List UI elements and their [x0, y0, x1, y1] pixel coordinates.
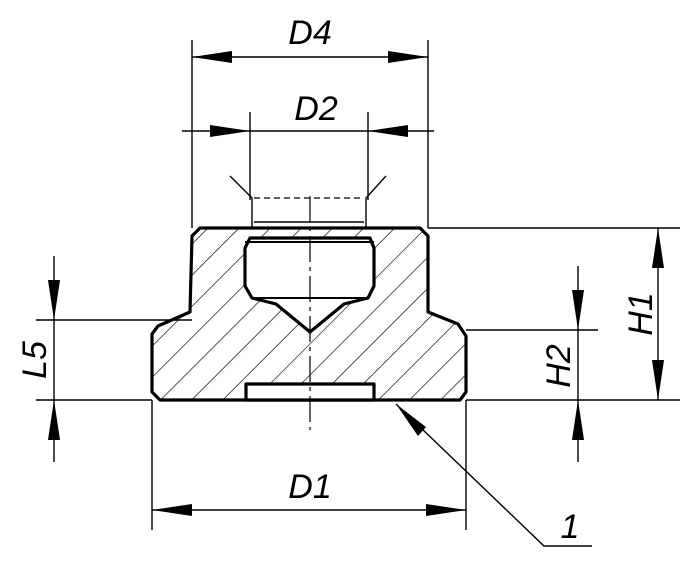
d4-arrow-left [192, 51, 232, 63]
d1-arrow-left [152, 504, 192, 516]
h2-label: H2 [540, 344, 578, 388]
phantom-countersink-right [365, 175, 387, 228]
d1-label: D1 [288, 468, 331, 506]
d2-arrow-left [210, 125, 250, 137]
h1-arrow-top [652, 228, 664, 268]
item-number-label: 1 [561, 508, 580, 546]
d2-arrow-right [368, 125, 408, 137]
d4-label: D4 [288, 14, 331, 52]
h2-arrow-top [572, 290, 584, 330]
h2-arrow-bottom [572, 400, 584, 440]
d4-arrow-right [388, 51, 428, 63]
phantom-countersink-left [229, 175, 253, 228]
item-leader-arrow [396, 404, 426, 436]
d2-label: D2 [294, 90, 338, 128]
h1-label: H1 [622, 292, 660, 335]
l5-label: L5 [16, 341, 54, 379]
h1-arrow-bottom [652, 360, 664, 400]
l5-arrow-top [48, 280, 60, 320]
item-leader-line [395, 403, 592, 547]
l5-arrow-bottom [48, 400, 60, 440]
d1-arrow-right [426, 504, 466, 516]
